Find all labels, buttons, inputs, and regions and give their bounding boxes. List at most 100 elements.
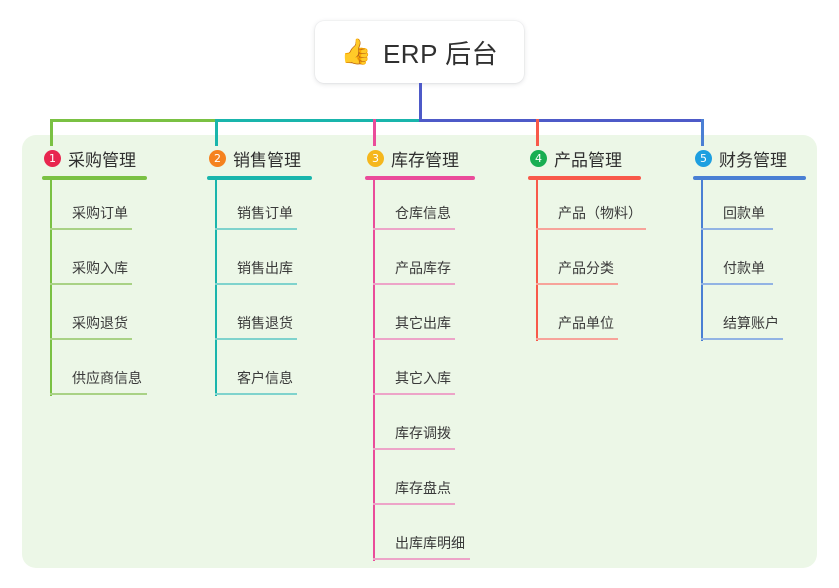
leaf-node[interactable]: 销售退货 — [207, 290, 312, 345]
leaf-node-label: 产品单位 — [558, 315, 614, 331]
root-node[interactable]: 👍 ERP 后台 — [315, 21, 524, 83]
branch-number-badge: 4 — [530, 149, 547, 167]
branch-5[interactable]: 5 财务管理回款单付款单结算账户 — [693, 146, 806, 345]
leaf-node-label: 客户信息 — [237, 370, 293, 386]
leaf-underline — [536, 228, 646, 230]
root-node-content: 👍 ERP 后台 — [341, 34, 498, 71]
leaf-node-label: 其它出库 — [395, 315, 451, 331]
leaf-underline — [701, 228, 773, 230]
leaf-node-label: 销售订单 — [237, 205, 293, 221]
leaf-node[interactable]: 采购退货 — [42, 290, 147, 345]
leaf-underline — [50, 393, 147, 395]
branch-number-badge: 2 — [209, 149, 226, 167]
branch-title: 库存管理 — [391, 150, 459, 170]
leaf-node-label: 库存调拨 — [395, 425, 451, 441]
leaf-node-label: 回款单 — [723, 205, 765, 221]
branch-leaf-list: 仓库信息产品库存其它出库其它入库库存调拨库存盘点出库库明细 — [365, 180, 475, 565]
branch-header[interactable]: 3 库存管理 — [365, 146, 475, 170]
leaf-node[interactable]: 回款单 — [693, 180, 806, 235]
branch-underline — [42, 176, 147, 180]
bus-segment-3 — [419, 119, 704, 122]
branches-panel — [22, 135, 817, 568]
leaf-node-label: 销售退货 — [237, 315, 293, 331]
leaf-node-label: 产品分类 — [558, 260, 614, 276]
branch-number-badge: 3 — [367, 149, 384, 167]
leaf-node-label: 销售出库 — [237, 260, 293, 276]
leaf-node-label: 采购订单 — [72, 205, 128, 221]
leaf-node[interactable]: 库存调拨 — [365, 400, 475, 455]
leaf-node[interactable]: 库存盘点 — [365, 455, 475, 510]
leaf-underline — [373, 448, 455, 450]
branch-1[interactable]: 1 采购管理采购订单采购入库采购退货供应商信息 — [42, 146, 147, 400]
leaf-underline — [373, 503, 455, 505]
branch-drop-3 — [373, 119, 376, 146]
branch-title: 采购管理 — [68, 150, 136, 170]
root-stem-line — [419, 83, 422, 122]
leaf-node[interactable]: 销售订单 — [207, 180, 312, 235]
branch-spine — [50, 180, 52, 396]
leaf-node-label: 产品（物料） — [558, 205, 642, 221]
branch-title: 产品管理 — [554, 150, 622, 170]
branch-spine — [215, 180, 217, 396]
branch-drop-4 — [536, 119, 539, 146]
leaf-node[interactable]: 销售出库 — [207, 235, 312, 290]
leaf-underline — [373, 338, 455, 340]
branch-spine — [701, 180, 703, 341]
leaf-node[interactable]: 客户信息 — [207, 345, 312, 400]
branch-number-badge: 5 — [695, 149, 712, 167]
leaf-node-label: 结算账户 — [723, 315, 779, 331]
leaf-node[interactable]: 产品单位 — [528, 290, 641, 345]
leaf-node-label: 产品库存 — [395, 260, 451, 276]
leaf-underline — [50, 228, 132, 230]
branch-3[interactable]: 3 库存管理仓库信息产品库存其它出库其它入库库存调拨库存盘点出库库明细 — [365, 146, 475, 565]
leaf-underline — [373, 393, 455, 395]
branch-underline — [365, 176, 475, 180]
leaf-node[interactable]: 结算账户 — [693, 290, 806, 345]
leaf-underline — [215, 228, 297, 230]
leaf-underline — [373, 558, 470, 560]
branch-drop-1 — [50, 119, 53, 146]
leaf-node[interactable]: 采购订单 — [42, 180, 147, 235]
branch-header[interactable]: 2 销售管理 — [207, 146, 312, 170]
branch-drop-2 — [215, 119, 218, 146]
leaf-node[interactable]: 产品库存 — [365, 235, 475, 290]
leaf-node[interactable]: 其它入库 — [365, 345, 475, 400]
branch-header[interactable]: 5 财务管理 — [693, 146, 806, 170]
leaf-node[interactable]: 采购入库 — [42, 235, 147, 290]
leaf-node[interactable]: 付款单 — [693, 235, 806, 290]
branch-drop-5 — [701, 119, 704, 146]
leaf-underline — [215, 338, 297, 340]
branch-underline — [207, 176, 312, 180]
leaf-node[interactable]: 其它出库 — [365, 290, 475, 345]
branch-leaf-list: 产品（物料） 产品分类产品单位 — [528, 180, 646, 345]
branch-2[interactable]: 2 销售管理销售订单销售出库销售退货客户信息 — [207, 146, 312, 400]
branch-underline — [693, 176, 806, 180]
leaf-node[interactable]: 仓库信息 — [365, 180, 475, 235]
root-node-label: ERP 后台 — [382, 38, 499, 69]
branch-title: 财务管理 — [719, 150, 787, 170]
leaf-node[interactable]: 供应商信息 — [42, 345, 147, 400]
branch-header[interactable]: 1 采购管理 — [42, 146, 147, 170]
leaf-node-label: 采购入库 — [72, 260, 128, 276]
branch-header[interactable]: 4 产品管理 — [528, 146, 641, 170]
leaf-underline — [373, 283, 455, 285]
leaf-underline — [701, 283, 773, 285]
thumbs-up-icon: 👍 — [340, 37, 372, 66]
leaf-node-label: 仓库信息 — [395, 205, 451, 221]
leaf-underline — [50, 338, 132, 340]
branch-title: 销售管理 — [233, 150, 301, 170]
leaf-node-label: 付款单 — [723, 260, 765, 276]
branch-spine — [373, 180, 375, 561]
bus-segment-2 — [215, 119, 422, 122]
leaf-node-label: 其它入库 — [395, 370, 451, 386]
leaf-node[interactable]: 出库库明细 — [365, 510, 475, 565]
branch-spine — [536, 180, 538, 341]
branch-leaf-list: 回款单付款单结算账户 — [693, 180, 806, 345]
leaf-node-label: 采购退货 — [72, 315, 128, 331]
branch-number-badge: 1 — [44, 149, 61, 167]
branch-4[interactable]: 4 产品管理产品（物料） 产品分类产品单位 — [528, 146, 646, 345]
leaf-node[interactable]: 产品分类 — [528, 235, 641, 290]
leaf-node[interactable]: 产品（物料） — [528, 180, 646, 235]
leaf-node-label: 出库库明细 — [395, 535, 465, 551]
